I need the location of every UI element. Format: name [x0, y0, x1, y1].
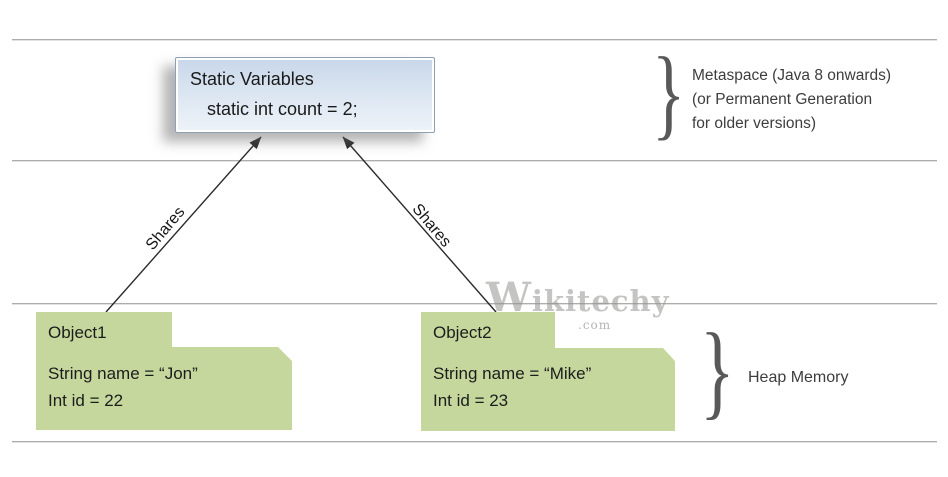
static-box-code: static int count = 2; [207, 99, 358, 119]
metaspace-label-line1: Metaspace (Java 8 onwards) [692, 67, 892, 84]
static-variables-box: Static Variables static int count = 2; [175, 57, 435, 133]
divider-line-heap-top [12, 303, 937, 304]
shares-label-left: Shares [142, 203, 189, 254]
shares-label-right: Shares [408, 200, 455, 251]
shares-arrow-left [105, 136, 262, 313]
watermark-domain: .com [578, 318, 612, 332]
object2-title: Object2 [433, 323, 492, 342]
heap-label: Heap Memory [748, 369, 849, 386]
metaspace-label-line3: for older versions) [692, 115, 817, 132]
divider-line-metaspace-bottom [12, 160, 937, 161]
object1-box: Object1 String name = “Jon” Int id = 22 [36, 312, 292, 430]
metaspace-label-line2: (or Permanent Generation [692, 91, 873, 108]
metaspace-brace: } [652, 37, 686, 150]
object1-title: Object1 [48, 323, 107, 342]
object1-field-name: String name = “Jon” [48, 364, 198, 383]
object1-field-id: Int id = 22 [48, 391, 124, 410]
heap-brace: } [700, 312, 735, 429]
metaspace-label: Metaspace (Java 8 onwards) (or Permanent… [692, 64, 891, 136]
static-box-title: Static Variables [190, 69, 314, 89]
object2-field-id: Int id = 23 [433, 391, 509, 410]
divider-line-top [12, 39, 937, 40]
divider-line-bottom [12, 441, 937, 442]
object2-box: Object2 String name = “Mike” Int id = 23 [421, 312, 675, 431]
object2-field-name: String name = “Mike” [433, 364, 592, 383]
